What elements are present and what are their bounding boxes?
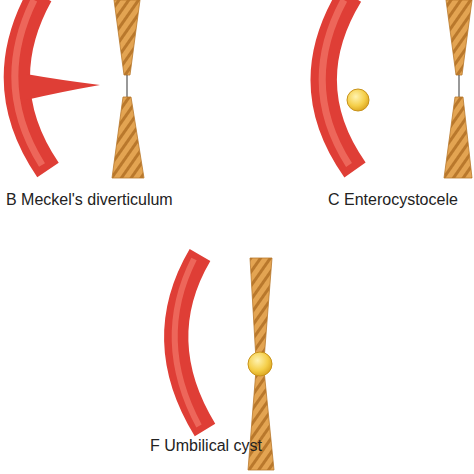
panel-caption: F Umbilical cyst	[150, 436, 262, 455]
intestine-highlight	[175, 259, 199, 426]
umbilical-cord	[114, 0, 140, 75]
cord-thread	[126, 75, 127, 97]
umbilical-cord	[250, 258, 272, 360]
umbilical-cord	[112, 97, 144, 178]
meckel-panel	[15, 0, 144, 178]
panel-caption: C Enterocystocele	[328, 190, 458, 209]
intestine-highlight	[322, 0, 349, 165]
cord-thread	[458, 75, 459, 97]
diverticulum	[26, 74, 100, 100]
cyst	[347, 89, 369, 111]
umbilical-cord	[248, 370, 274, 470]
enterocystocele-panel	[322, 0, 472, 178]
panel-caption: B Meckel's diverticulum	[6, 190, 173, 209]
umbilical-cord	[444, 97, 472, 178]
cyst	[248, 352, 272, 376]
umbilical-cord	[446, 0, 472, 75]
